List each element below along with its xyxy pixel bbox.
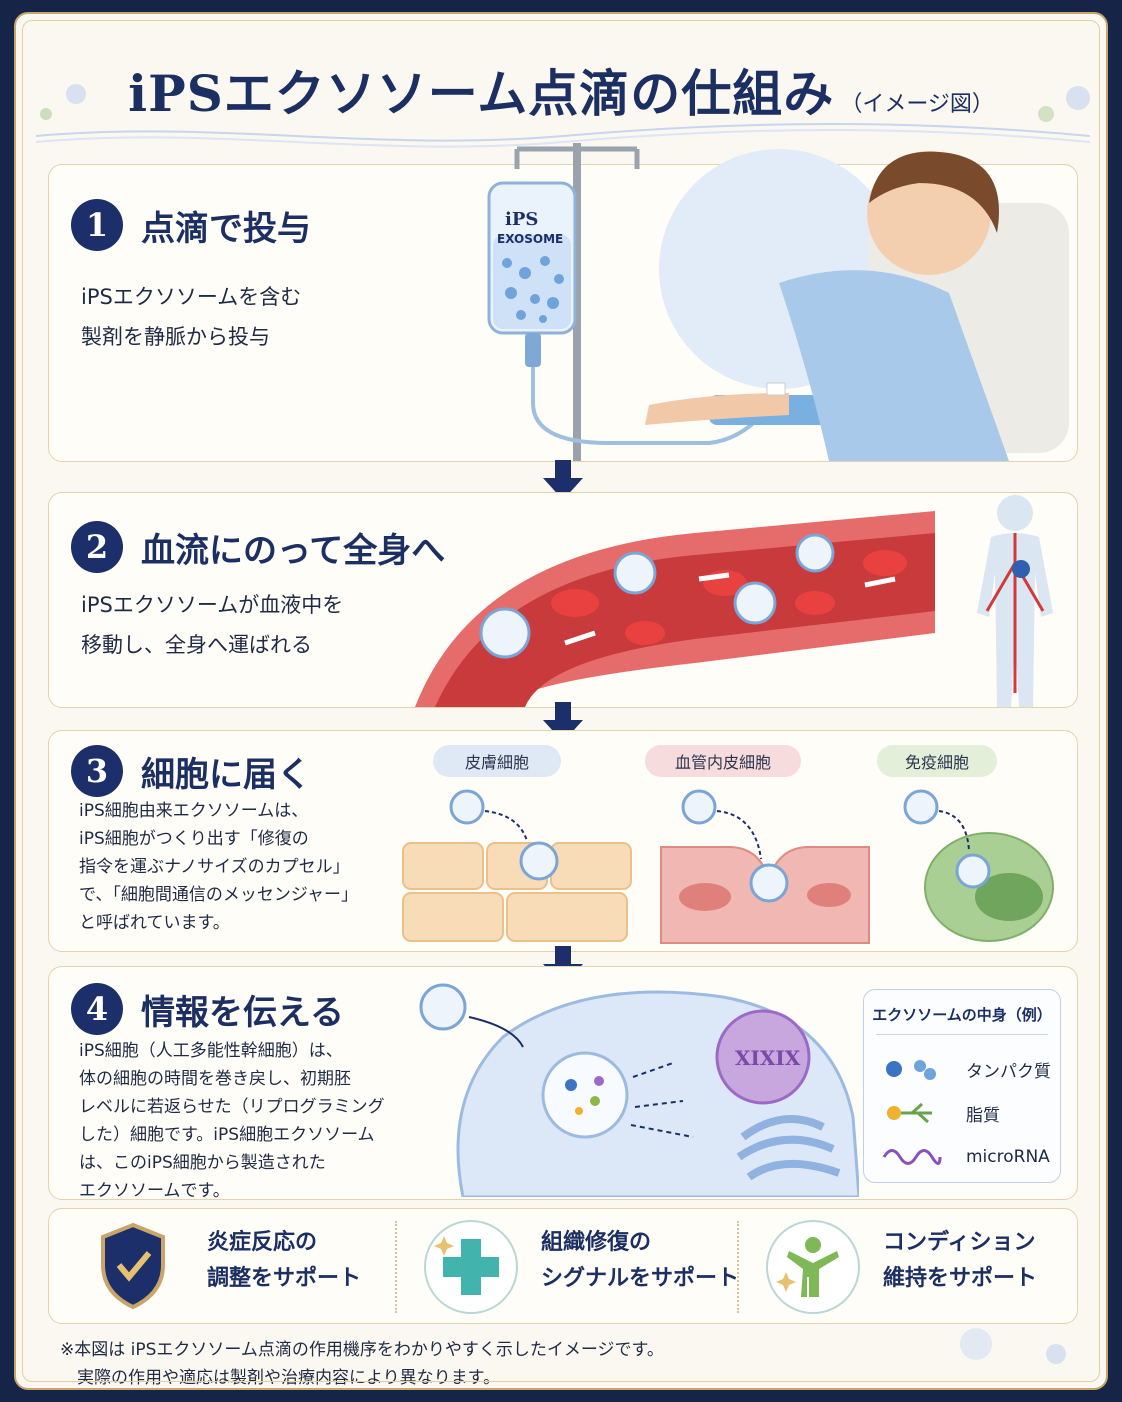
legend-item-protein: タンパク質: [882, 1054, 1051, 1084]
benefit-inflammation: 炎症反応の 調整をサポート: [207, 1230, 362, 1291]
immune-cell-label: 免疫細胞: [877, 745, 997, 777]
blood-vessel-illustration: [415, 495, 1053, 707]
microrna-icon: [882, 1149, 942, 1165]
step-4-card: 4 情報を伝える iPS細胞（人工多能性幹細胞）は、 体の細胞の時間を巻き戻し、…: [48, 966, 1078, 1201]
disclaimer-note: ※本図は iPSエクソソーム点滴の作用機序をわかりやすく示したイメージです。 実…: [60, 1340, 664, 1388]
page-title: iPSエクソソーム点滴の仕組み（イメージ図）: [16, 54, 1106, 126]
down-arrow-2: [543, 702, 583, 742]
title-sub: （イメージ図）: [840, 92, 994, 117]
exosome-contents-legend: エクソソームの中身（例） タンパク質 脂質 microRNA: [863, 989, 1061, 1183]
step-1-title: 点滴で投与: [141, 209, 311, 249]
step-2-number: 2: [71, 521, 123, 573]
step-2-title: 血流にのって全身へ: [141, 531, 446, 571]
step-3-card: 3 細胞に届く iPS細胞由来エクソソームは、 iPS細胞がつくり出す「修復の …: [48, 730, 1078, 952]
step-1-number: 1: [71, 199, 123, 251]
down-arrow-1: [543, 460, 583, 500]
person-sparkle-icon: [766, 1220, 860, 1314]
step-2-description: iPSエクソソームが血液中を 移動し、全身へ運ばれる: [81, 593, 344, 657]
step-1-description: iPSエクソソームを含む 製剤を静脈から投与: [81, 285, 302, 349]
lipid-icon: [887, 1102, 932, 1124]
title-wave: [36, 123, 1090, 148]
step-4-title: 情報を伝える: [141, 993, 344, 1033]
cross-sparkle-icon: [424, 1220, 518, 1314]
legend-microrna-label: microRNA: [966, 1147, 1050, 1167]
endothelial-cell-label: 血管内皮細胞: [645, 745, 801, 777]
iv-drip-illustration: iPS EXOSOME: [487, 143, 1069, 461]
skin-cell-label: 皮膚細胞: [433, 745, 561, 777]
step-3-number: 3: [71, 745, 123, 797]
benefits-card: 炎症反応の 調整をサポート 組織修復の シグナルをサポート コンディション 維持…: [48, 1208, 1078, 1324]
cells-illustration: [402, 789, 1054, 944]
benefit-condition: コンディション 維持をサポート: [883, 1230, 1038, 1291]
bag-label-ips: iPS: [505, 209, 538, 230]
step-2-card: 2 血流にのって全身へ iPSエクソソームが血液中を 移動し、全身へ運ばれる: [48, 492, 1078, 708]
legend-title: エクソソームの中身（例）: [872, 1006, 1052, 1024]
benefit-tissue-repair: 組織修復の シグナルをサポート: [541, 1230, 740, 1291]
legend-protein-label: タンパク質: [966, 1061, 1051, 1082]
protein-icon: [886, 1060, 936, 1080]
step-4-description: iPS細胞（人工多能性幹細胞）は、 体の細胞の時間を巻き戻し、初期胚 レベルに若…: [79, 1041, 385, 1201]
bag-label-exosome: EXOSOME: [497, 232, 563, 246]
legend-lipid-label: 脂質: [966, 1105, 1000, 1126]
step-4-number: 4: [71, 983, 123, 1035]
step-3-description: iPS細胞由来エクソソームは、 iPS細胞がつくり出す「修復の 指令を運ぶナノサ…: [79, 801, 358, 933]
legend-item-microrna: microRNA: [882, 1142, 1050, 1172]
step-1-card: 1 点滴で投与 iPSエクソソームを含む 製剤を静脈から投与 iPS EXOSO…: [48, 143, 1078, 462]
title-main: iPSエクソソーム点滴の仕組み: [128, 64, 835, 123]
shield-check-icon: [101, 1222, 165, 1310]
infographic-frame: iPSエクソソーム点滴の仕組み（イメージ図） 1 点滴で投与 iPSエクソソーム…: [14, 12, 1108, 1390]
cell-interior-illustration: XIXIX: [419, 983, 859, 1197]
legend-item-lipid: 脂質: [882, 1098, 1000, 1128]
svg-text:XIXIX: XIXIX: [735, 1046, 801, 1070]
step-3-title: 細胞に届く: [141, 755, 311, 795]
